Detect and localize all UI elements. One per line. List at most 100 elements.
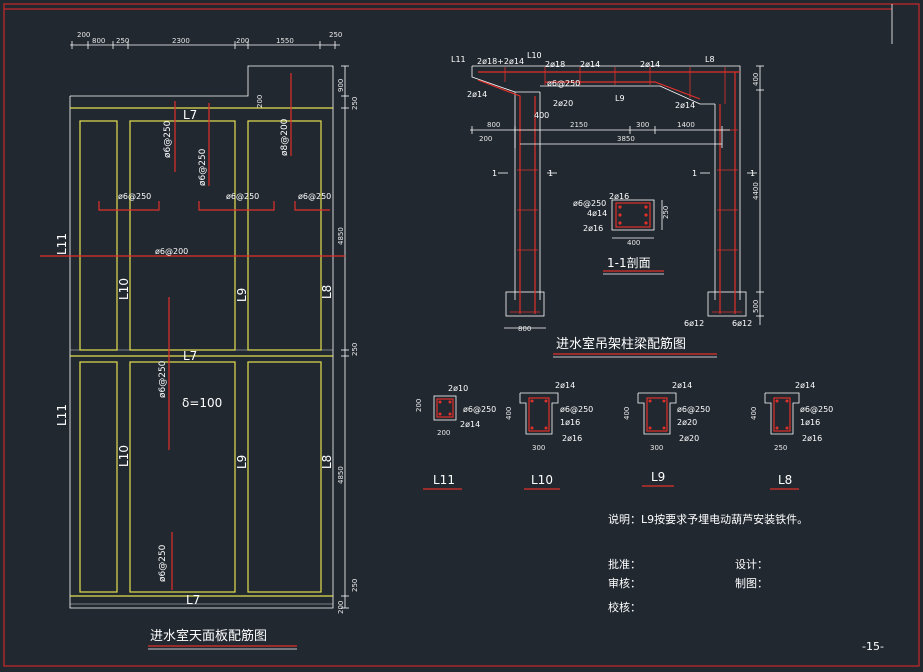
section-r3: 4ø14 [587,209,607,218]
l10-r2: ø6@250 [560,405,593,414]
frame-col: 400 [534,111,549,120]
dim-1550: 1550 [276,37,294,45]
dim-2150: 2150 [570,121,588,129]
signoff-review: 审核： [608,576,641,590]
l9-h: 400 [623,407,631,420]
dim-3850: 3850 [617,135,635,143]
frame-title: 进水室吊架柱梁配筋图 [556,336,686,352]
beam-l11-top: L11 [55,233,69,255]
drawing-frame [3,3,920,667]
beam-l8-bot: L8 [320,455,334,469]
beam-section-l11: 2ø10 ø6@250 2ø14 200 200 L11 [415,384,496,490]
signoff-approve: 批准： [608,557,641,571]
beam-section-l9: 2ø14 ø6@250 2ø20 2ø20 400 300 L9 [623,381,710,487]
slab-outline [69,65,334,609]
dim-1400: 1400 [677,121,695,129]
frame-top2: 2ø18 [545,60,565,69]
slab-beams [79,120,322,593]
rebar-v4: ø6@250 [158,360,168,398]
dim-800-base: 800 [518,325,531,333]
frame-top3: 2ø14 [580,60,600,69]
rebar-v1: ø6@250 [163,120,173,158]
beam-section-l8: 2ø14 ø6@250 1ø16 2ø16 400 250 L8 [750,381,833,490]
section-mark-1b: 1 [548,169,553,178]
l10-h: 400 [505,407,513,420]
l11-w: 200 [437,429,450,437]
l10-r4: 2ø16 [562,434,582,443]
rebar-h2: ø6@250 [226,192,259,201]
dim-250-r3: 250 [351,579,359,592]
l9-r1: 2ø14 [672,381,692,390]
frame-top4: 2ø14 [640,60,660,69]
section-1-1: ø6@250 2ø16 4ø14 2ø16 400 250 1-1剖面 [573,192,670,275]
beam-l10-bot: L10 [117,445,131,467]
dim-400-frame: 400 [752,73,760,86]
dim-900: 900 [337,79,345,92]
roof-slab-plan: 200 800 250 2300 200 1550 250 [40,31,359,650]
frame-dimensions: 800 2150 300 1400 3850 200 400 4400 500 … [470,65,764,333]
slab-rebars [40,73,345,590]
section-mark-1a: 1 [492,169,497,178]
l9-r4: 2ø20 [679,434,699,443]
section-mark-1c: 1 [692,169,697,178]
frame-right1: 2ø14 [675,101,695,110]
dim-200-frame: 200 [479,135,492,143]
section-r2: 2ø16 [609,192,629,201]
frame-foot-left: 6ø12 [684,319,704,328]
l8-name: L8 [778,473,792,487]
beam-l10-top: L10 [117,278,131,300]
l8-r2: ø6@250 [800,405,833,414]
frame-mid2: 2ø20 [553,99,573,108]
dim-200-r4: 200 [337,601,345,614]
l9-name: L9 [651,470,665,484]
l11-r3: 2ø14 [460,420,480,429]
beam-l7-mid: L7 [183,349,197,363]
rebar-v3: ø8@200 [280,118,290,156]
dim-800-frame: 800 [487,121,500,129]
plan-title: 进水室天面板配筋图 [150,628,267,644]
rebar-h4: ø6@200 [155,247,188,256]
dim-200-mid: 200 [236,37,249,45]
frame-l10: L10 [527,51,542,60]
section-marks: 1 1 1 1 [492,169,757,178]
l10-name: L10 [531,473,553,487]
frame-foot-right: 6ø12 [732,319,752,328]
plan-right-dimensions: 900 250 4850 250 4850 250 200 200 [256,65,359,614]
l11-name: L11 [433,473,455,487]
l8-h: 400 [750,407,758,420]
rebar-h1: ø6@250 [118,192,151,201]
hanger-frame-elevation: L11 L10 L8 L9 2ø18+2ø14 2ø18 2ø14 2ø14 2… [451,51,764,358]
slab-thickness: δ=100 [182,396,222,410]
signoff-design: 设计： [735,558,768,571]
dim-4850-top: 4850 [337,227,345,245]
beam-l8-top: L8 [320,285,334,299]
l10-r1: 2ø14 [555,381,575,390]
frame-mid1: ø6@250 [547,79,580,88]
dim-800: 800 [92,37,105,45]
beam-l11-bot: L11 [55,404,69,426]
drawing-note: 说明：L9按要求予埋电动葫芦安装铁件。 [608,512,808,526]
dim-4400: 4400 [752,182,760,200]
frame-l8: L8 [705,55,715,64]
beam-sections: 2ø10 ø6@250 2ø14 200 200 L11 2ø14 ø6@250… [415,381,833,490]
l8-w: 250 [774,444,787,452]
beam-l7-bot: L7 [186,593,200,607]
dim-200-left: 200 [77,31,90,39]
signoff-draw: 制图： [735,577,768,590]
l10-w: 300 [532,444,545,452]
rebar-v2: ø6@250 [198,148,208,186]
beam-l9-bot: L9 [235,455,249,469]
dim-250-b: 250 [329,31,342,39]
l9-r3: 2ø20 [677,418,697,427]
l11-r2: ø6@250 [463,405,496,414]
section-r4: 2ø16 [583,224,603,233]
dim-500: 500 [752,300,760,313]
page-number: -15- [862,640,884,653]
dim-250-a: 250 [116,37,129,45]
dim-250-r2: 250 [351,343,359,356]
l9-r2: ø6@250 [677,405,710,414]
beam-l9-top: L9 [235,288,249,302]
frame-left1: 2ø14 [467,90,487,99]
frame-l9: L9 [615,94,625,103]
